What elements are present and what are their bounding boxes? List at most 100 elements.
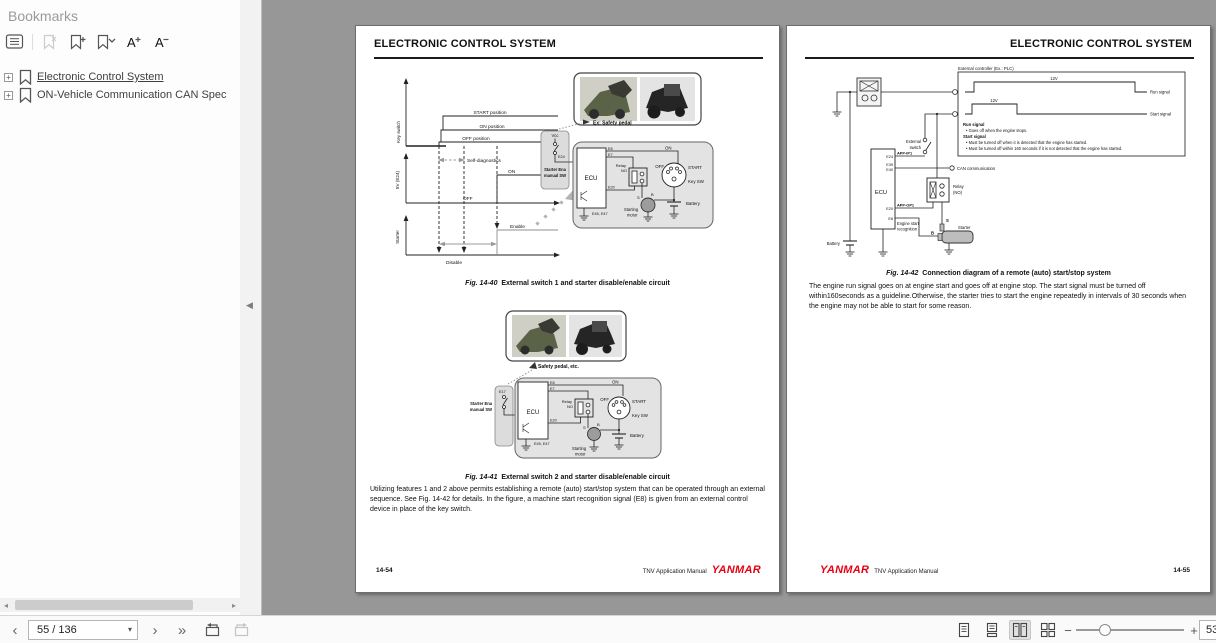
note-goes-off: • Goes off when the engine stops. bbox=[966, 128, 1027, 133]
next-view-icon bbox=[232, 622, 250, 638]
key-sw-label: Key SW bbox=[688, 179, 705, 184]
page-left: ELECTRONIC CONTROL SYSTEM Key switch STA… bbox=[355, 25, 780, 593]
app-ip1-label: APP-IP1 bbox=[897, 151, 913, 156]
font-increase-icon: A bbox=[124, 33, 144, 51]
toolbar-separator bbox=[32, 34, 33, 50]
continuous-view-button[interactable] bbox=[981, 620, 1003, 640]
fig-14-42-diagram: External controller (Ex.: PLC) 12V Run s… bbox=[827, 66, 1186, 257]
last-page-button[interactable]: » bbox=[177, 621, 187, 639]
bookmarks-horizontal-scrollbar[interactable]: ◂ ▸ bbox=[0, 598, 240, 612]
facing-continuous-view-button[interactable] bbox=[1037, 620, 1059, 640]
external-controller-box: External controller (Ex.: PLC) 12V Run s… bbox=[952, 66, 1186, 157]
next-view-button[interactable] bbox=[230, 616, 252, 643]
engine-start-label-2: recognition bbox=[897, 227, 918, 232]
page-number-input[interactable]: 55 / 136 ▾ bbox=[28, 620, 138, 640]
safety-pedal-example-label: Ex: Safety pedal bbox=[593, 121, 632, 127]
bookmark-list-options-button[interactable] bbox=[4, 31, 26, 53]
sidebar-resize-strip[interactable]: ◀ bbox=[240, 0, 262, 615]
e8-pin-label: E8 bbox=[888, 217, 893, 221]
key-off-label: OFF bbox=[600, 397, 609, 402]
zoom-out-button[interactable]: − bbox=[1064, 622, 1072, 638]
next-page-button[interactable]: › bbox=[152, 621, 158, 639]
increase-text-size-button[interactable]: A bbox=[123, 31, 145, 53]
axis-key-switch-label: Key switch bbox=[396, 121, 401, 143]
bookmark-add-icon bbox=[69, 33, 87, 51]
zoom-in-button[interactable]: + bbox=[1190, 622, 1198, 638]
motor-s-label: S bbox=[637, 195, 640, 200]
facing-continuous-icon bbox=[1040, 622, 1056, 638]
scroll-left-icon[interactable]: ◂ bbox=[3, 600, 8, 610]
decrease-text-size-button[interactable]: A bbox=[151, 31, 173, 53]
starter-enable-switch: Vcc E24 Starter Ena manual SW bbox=[540, 130, 573, 190]
starter-enable-switch: E17 Starter Ena manual SW bbox=[470, 385, 518, 447]
manual-name: TNV Application Manual bbox=[642, 569, 707, 575]
page-number-value: 55 / 136 bbox=[37, 624, 77, 636]
key-off-label: OFF bbox=[655, 164, 664, 169]
key-start-label: START bbox=[688, 165, 702, 170]
battery-label: Battery bbox=[686, 201, 701, 206]
starter-b-label: B bbox=[931, 231, 934, 236]
fig-caption-text: External switch 1 and starter disable/en… bbox=[501, 280, 670, 287]
fig-14-41-diagram: Safety pedal, etc. E17 Starter Ena manua… bbox=[470, 310, 662, 459]
starter-motor: S B Starter bbox=[931, 202, 974, 255]
expand-icon[interactable]: + bbox=[4, 90, 13, 100]
zoom-slider-handle[interactable] bbox=[1099, 624, 1111, 636]
svg-text:A: A bbox=[127, 35, 136, 50]
page-title: ELECTRONIC CONTROL SYSTEM bbox=[1009, 38, 1192, 50]
previous-view-button[interactable] bbox=[202, 616, 224, 643]
key-sw-label: Key SW bbox=[632, 413, 649, 418]
battery-label: Battery bbox=[827, 241, 841, 246]
yanmar-logo: YANMAR bbox=[711, 564, 761, 576]
bookmark-item-electronic-control[interactable]: + Electronic Control System bbox=[4, 68, 240, 86]
page-footer: TNV Application Manual YANMAR bbox=[643, 564, 761, 576]
bookmark-label[interactable]: Electronic Control System bbox=[37, 71, 164, 83]
motor-b-label: B bbox=[597, 422, 600, 427]
e17-pin-label: E17 bbox=[499, 390, 506, 394]
page-right: ELECTRONIC CONTROL SYSTEM bbox=[786, 25, 1211, 593]
e20-pin-label: E20 bbox=[550, 419, 557, 423]
collapse-sidebar-icon[interactable]: ◀ bbox=[246, 300, 253, 310]
e24-pin-label: E24 bbox=[886, 155, 893, 159]
bookmark-delete-icon bbox=[41, 33, 59, 51]
self-diagnostics-label: Self-diagnostics bbox=[467, 158, 501, 164]
page-number: 14-54 bbox=[376, 567, 393, 574]
bookmarks-toolbar: A A bbox=[4, 30, 173, 54]
motor-b-label: B bbox=[651, 192, 654, 197]
previous-page-button[interactable]: ‹ bbox=[12, 621, 18, 639]
page-dropdown-caret-icon[interactable]: ▾ bbox=[127, 625, 132, 634]
scroll-right-icon[interactable]: ▸ bbox=[231, 600, 236, 610]
fig-number: Fig. 14-41 bbox=[465, 474, 498, 481]
off-label: OFF bbox=[463, 196, 473, 202]
fig-caption-text: External switch 2 and starter disable/en… bbox=[501, 474, 670, 481]
add-bookmark-button[interactable] bbox=[67, 31, 89, 53]
e20-pin-label: E20 bbox=[608, 186, 615, 190]
key-start-label: START bbox=[632, 399, 646, 404]
delete-bookmark-button[interactable] bbox=[39, 31, 61, 53]
facing-pages-view-button[interactable] bbox=[1009, 620, 1031, 640]
enable-label: Enable bbox=[510, 224, 525, 230]
ecu-label: ECU bbox=[875, 190, 887, 196]
ecu-label: ECU bbox=[527, 410, 540, 416]
start-position-label: START position bbox=[473, 110, 506, 116]
bookmark-icon bbox=[19, 87, 32, 103]
bookmarks-title: Bookmarks bbox=[8, 8, 79, 24]
starter-ena-label-1: Starter Ena bbox=[544, 167, 567, 172]
scrollbar-thumb[interactable] bbox=[15, 600, 193, 610]
bookmark-label[interactable]: ON-Vehicle Communication CAN Spec bbox=[37, 89, 227, 101]
zoom-slider-track[interactable] bbox=[1076, 629, 1184, 631]
on-label: ON bbox=[508, 169, 516, 175]
bookmark-expand-menu-button[interactable] bbox=[95, 31, 117, 53]
annotation-arrow bbox=[535, 189, 577, 226]
e7-pin-label: E7 bbox=[608, 153, 613, 157]
e24-pin-label: E24 bbox=[558, 155, 565, 159]
page-number: 14-55 bbox=[1173, 567, 1190, 574]
relay-label-2: NO bbox=[621, 168, 627, 173]
svg-text:A: A bbox=[155, 35, 164, 50]
bookmark-item-can-spec[interactable]: + ON-Vehicle Communication CAN Spec bbox=[4, 86, 240, 104]
expand-icon[interactable]: + bbox=[4, 72, 13, 82]
off-position-label: OFF position bbox=[462, 136, 490, 142]
bookmarks-tree: + Electronic Control System + ON-Vehicle… bbox=[4, 68, 240, 104]
single-page-view-button[interactable] bbox=[953, 620, 975, 640]
vcc-label: Vcc bbox=[552, 133, 559, 138]
zoom-level-input[interactable]: 53 bbox=[1199, 620, 1216, 640]
